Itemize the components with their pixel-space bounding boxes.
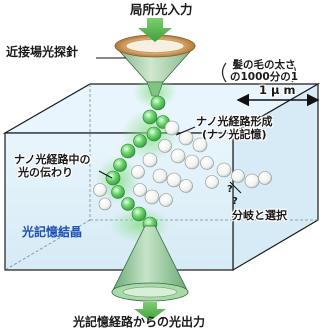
near-field-probe [114, 34, 196, 97]
question-mark-1: ? [227, 184, 233, 195]
propagation-line-2: 光の伝わり [18, 165, 73, 179]
output-arrow [134, 302, 166, 321]
branch-leader-line [229, 181, 242, 194]
label-path-formation: ナノ光経路形成 (ナノ光記憶) [196, 115, 273, 141]
caption-output: 光記憶経路からの光出力 [73, 315, 206, 329]
input-arrow [138, 18, 172, 42]
hair-fraction-bracket [221, 62, 297, 83]
label-crystal: 光記憶結晶 [22, 225, 83, 239]
label-propagation: ナノ光経路中の 光の伝わり [14, 153, 91, 179]
label-scale: 1 μ m [259, 83, 296, 97]
path-formation-line-1: ナノ光経路形成 [196, 115, 273, 128]
propagation-line-1: ナノ光経路中の [14, 153, 91, 166]
hair-fraction-line-2: の1000分の1 [230, 71, 299, 84]
hair-fraction-line-1: 髪の毛の太さ [232, 59, 296, 71]
nano-particles [93, 95, 272, 232]
label-near-field-probe: 近接場光探針 [6, 45, 79, 59]
propagation-leader-line [98, 170, 113, 179]
output-cone [111, 225, 189, 302]
question-mark-2: ? [232, 196, 238, 207]
label-hair-fraction: 髪の毛の太さ の1000分の1 [230, 59, 298, 83]
label-branch-select: 分岐と選択 [232, 209, 287, 222]
path-formation-line-2: (ナノ光記憶) [201, 127, 267, 141]
title-local-light-input: 局所光入力 [130, 2, 193, 17]
path-leader-line [175, 126, 196, 136]
